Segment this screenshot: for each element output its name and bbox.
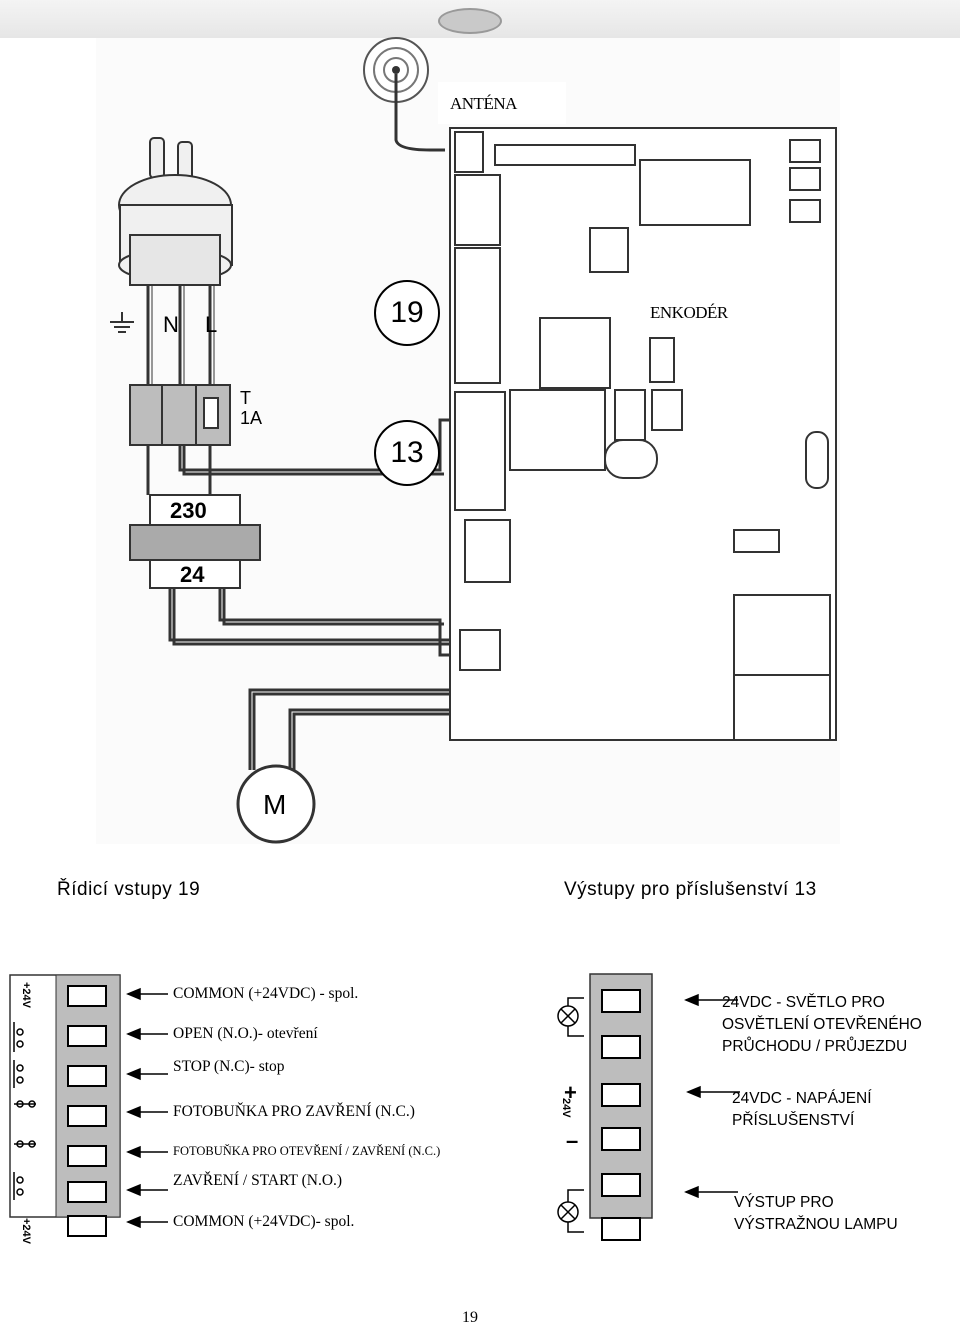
antenna-label: ANTÉNA (450, 94, 517, 113)
input-photocell-open-close: FOTOBUŇKA PRO OTEVŘENÍ / ZAVŘENÍ (N.C.) (173, 1144, 441, 1158)
input-stop: STOP (N.C)- stop (173, 1058, 285, 1075)
motor-label: M (263, 789, 287, 820)
mains-l-label: L (205, 312, 218, 337)
fuse-label: T 1A (240, 388, 263, 428)
transformer-secondary-label: 24 (180, 562, 205, 587)
minus-sign: – (566, 1128, 579, 1153)
transformer-primary-label: 230 (170, 498, 207, 523)
motor-icon (236, 764, 316, 844)
caption-accessory-outputs: Výstupy pro příslušenství 13 (564, 879, 817, 900)
output-power-label: 24VDC - NAPÁJENÍ PŘÍSLUŠENSTVÍ (732, 1088, 872, 1132)
output-light-label: 24VDC - SVĚTLO PRO OSVĚTLENÍ OTEVŘENÉHO … (722, 992, 922, 1058)
warning-lamp-icon (557, 1189, 584, 1233)
control-inputs-terminal (9, 974, 168, 1237)
mains-n-label: N (163, 312, 179, 337)
input-common-top: COMMON (+24VDC) - spol. (173, 985, 359, 1002)
output-light-line2: OSVĚTLENÍ OTEVŘENÉHO (722, 1016, 922, 1033)
output-power-line1: 24VDC - NAPÁJENÍ (732, 1090, 872, 1107)
output-light-line3: PRŮCHODU / PRŮJEZDU (722, 1038, 908, 1055)
antenna-icon (363, 37, 445, 152)
wiring-diagram-drawing (110, 37, 837, 844)
input-common-bottom: COMMON (+24VDC)- spol. (173, 1213, 355, 1230)
ref-13-circle: 13 (374, 420, 440, 486)
output-light-line1: 24VDC - SVĚTLO PRO (722, 994, 885, 1011)
input-close-start: ZAVŘENÍ / START (N.O.) (173, 1172, 343, 1189)
ref-19-label: 19 (390, 296, 424, 329)
encoder-label: ENKODÉR (650, 303, 728, 322)
input-open: OPEN (N.O.)- otevření (173, 1025, 318, 1042)
ref-19-circle: 19 (374, 280, 440, 346)
earth-icon (110, 312, 134, 333)
plus-sign: + (564, 1080, 577, 1105)
transformer (129, 494, 261, 589)
output-warning-label: VÝSTUP PRO VÝSTRAŽNOU LAMPU (734, 1192, 898, 1236)
control-board (449, 127, 837, 741)
caption-control-inputs: Řídicí vstupy 19 (57, 879, 201, 900)
accessory-outputs-terminal (557, 973, 740, 1241)
page-number: 19 (462, 1309, 478, 1326)
output-power-line2: PŘÍSLUŠENSTVÍ (732, 1112, 855, 1129)
lamp-icon (557, 997, 584, 1037)
plus24v-bottom-label: +24V (20, 1218, 32, 1244)
ref-13-label: 13 (390, 436, 424, 469)
output-24v-label: 24V (560, 1098, 572, 1118)
plus24v-top-label: +24V (20, 982, 32, 1008)
input-photocell-close: FOTOBUŇKA PRO ZAVŘENÍ (N.C.) (173, 1103, 415, 1120)
brand-logo (438, 8, 502, 34)
mains-plug-icon (118, 137, 233, 286)
mains-terminal-block (129, 384, 231, 446)
output-warning-line2: VÝSTRAŽNOU LAMPU (734, 1216, 898, 1233)
contact-symbols-icon (13, 1022, 36, 1200)
output-warning-line1: VÝSTUP PRO (734, 1194, 834, 1211)
